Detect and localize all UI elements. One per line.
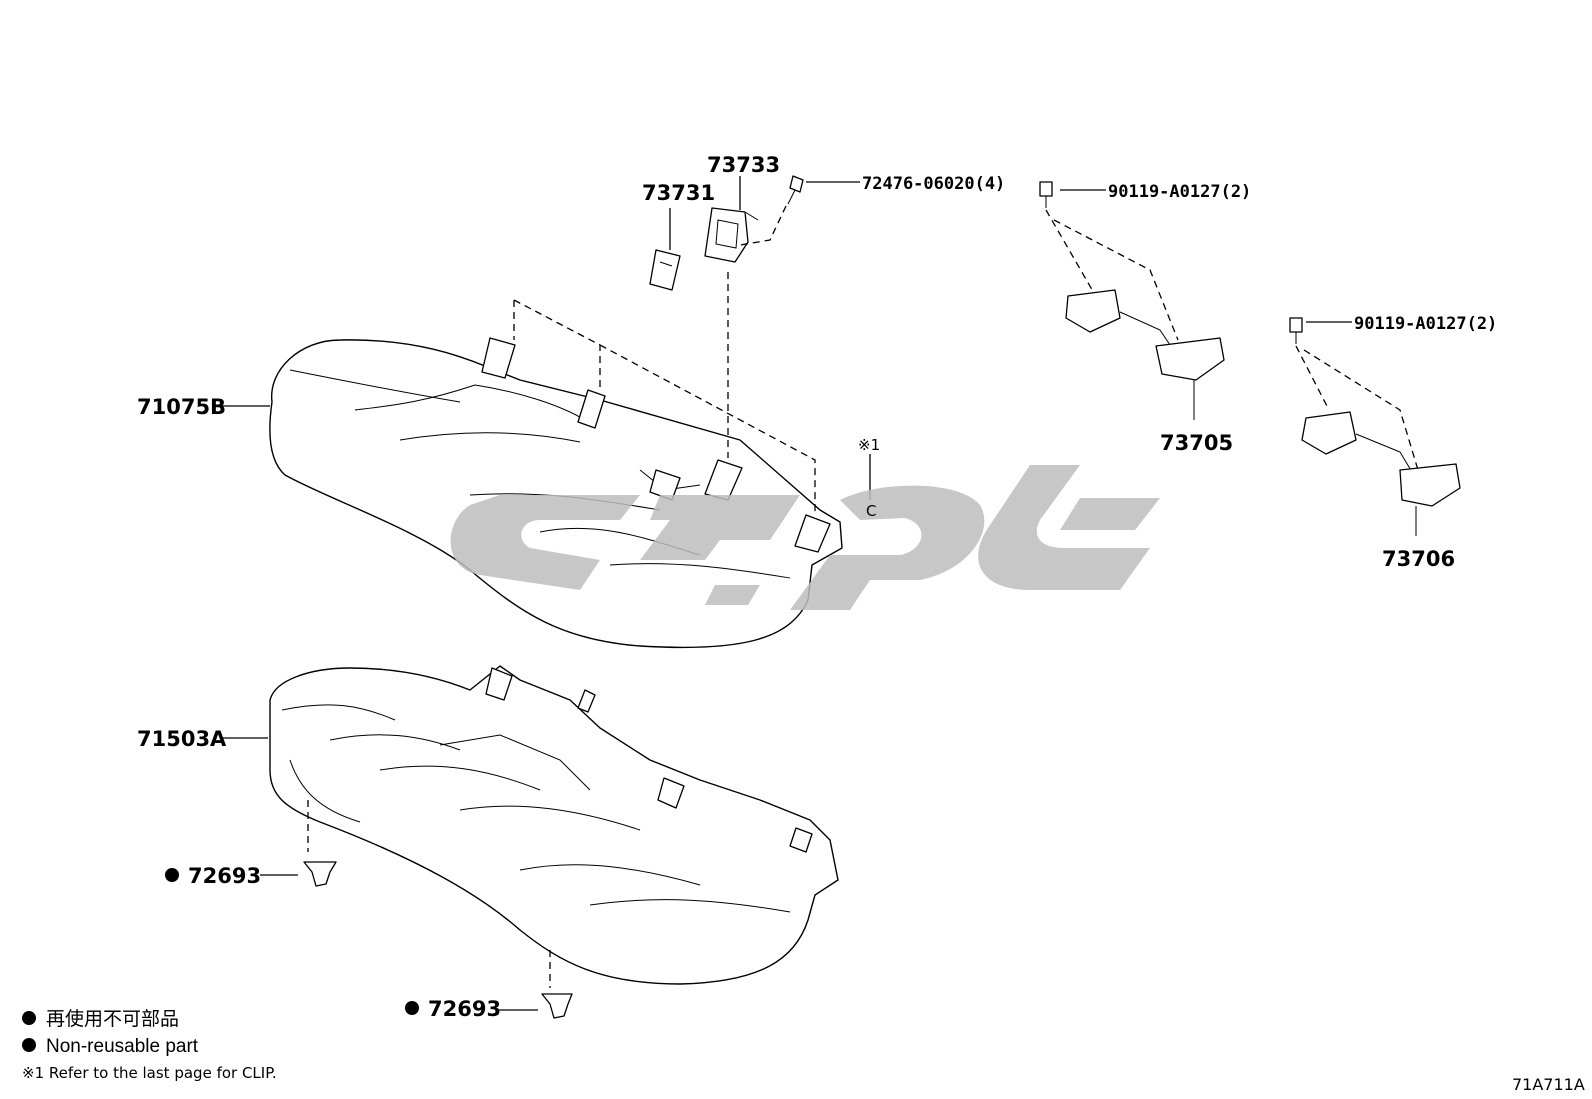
clip-left-drawing — [303, 800, 337, 887]
seat-back-pad-drawing — [269, 337, 843, 649]
non-reusable-dot-bottom — [405, 1001, 419, 1015]
label-72476-06020: 72476-06020(4) — [862, 174, 1005, 194]
label-90119-a0127-second: 90119-A0127(2) — [1354, 314, 1497, 334]
label-73731: 73731 — [642, 181, 715, 205]
legend: 再使用不可部品 Non-reusable part ※1 Refer to th… — [22, 1008, 277, 1082]
seat-cushion-pad-drawing — [269, 665, 839, 985]
legend-dot-jp — [22, 1011, 36, 1025]
seat-back-guide-lines — [513, 272, 816, 515]
bracket-73733-drawing — [704, 207, 759, 263]
legend-clip-note: ※1 Refer to the last page for CLIP. — [22, 1064, 277, 1082]
legend-non-reusable-en: Non-reusable part — [46, 1036, 199, 1057]
legend-non-reusable-jp: 再使用不可部品 — [46, 1008, 179, 1030]
label-71075b: 71075B — [137, 395, 226, 419]
lock-73705-drawing — [1039, 181, 1225, 420]
bracket-73731-drawing — [649, 249, 681, 291]
clip-note-symbol: C — [866, 502, 876, 520]
label-73706: 73706 — [1382, 547, 1455, 571]
watermark-logo — [450, 465, 1160, 610]
non-reusable-dot-left — [165, 868, 179, 882]
screw-drawing — [739, 175, 804, 246]
label-73705: 73705 — [1160, 431, 1233, 455]
label-72693-left: 72693 — [188, 864, 261, 888]
label-90119-a0127-first: 90119-A0127(2) — [1108, 182, 1251, 202]
clip-note-marker: ※1 — [858, 436, 880, 454]
leader-lines — [222, 176, 1352, 1011]
legend-dot-en — [22, 1038, 36, 1052]
label-72693-bottom: 72693 — [428, 997, 501, 1021]
lock-73706-drawing — [1289, 317, 1461, 536]
drawing-code: 71A711A — [1512, 1075, 1585, 1094]
label-73733: 73733 — [707, 153, 780, 177]
label-71503a: 71503A — [137, 727, 227, 751]
clip-bottom-drawing — [541, 950, 573, 1019]
